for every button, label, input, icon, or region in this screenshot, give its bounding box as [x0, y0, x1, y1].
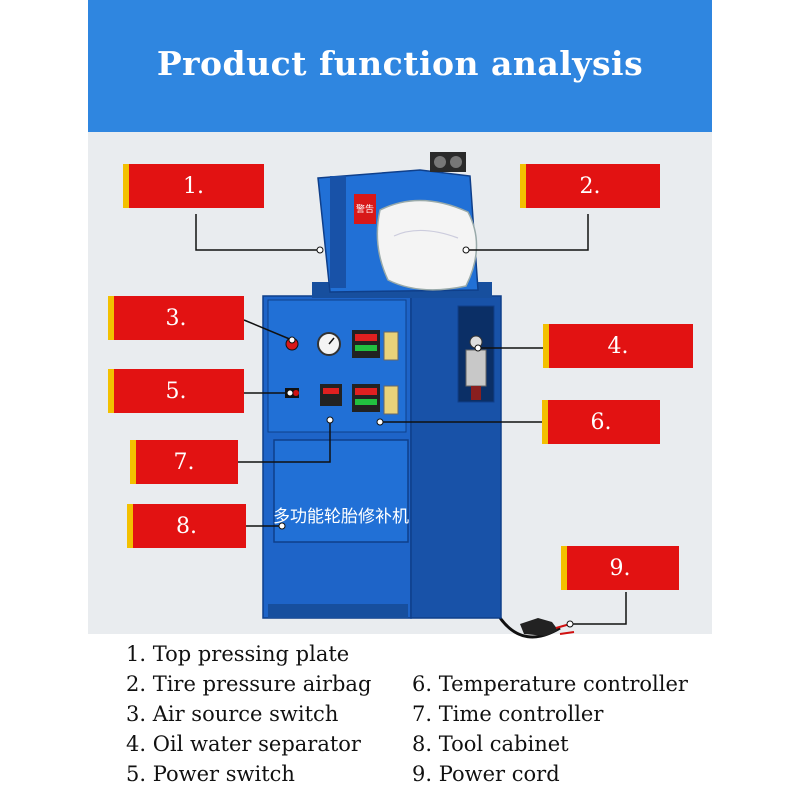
- tool-cabinet-door: [273, 439, 409, 543]
- callout-3: 3.: [108, 296, 244, 340]
- legend-item-4: 4. Oil water separator: [126, 732, 361, 756]
- callout-2-text: 2.: [579, 173, 601, 199]
- callout-8: 8.: [127, 504, 246, 548]
- callout-3-text: 3.: [165, 305, 187, 331]
- machine-name-text: 多功能轮胎修补机: [273, 507, 409, 527]
- legend-item-9: 9. Power cord: [412, 762, 560, 786]
- legend-item-1: 1. Top pressing plate: [126, 642, 350, 666]
- legend-item-8: 8. Tool cabinet: [412, 732, 569, 756]
- callout-7: 7.: [130, 440, 238, 484]
- callout-6: 6.: [542, 400, 660, 444]
- callout-2: 2.: [520, 164, 660, 208]
- warning-text: 警告: [356, 203, 374, 215]
- callout-line-7: [238, 420, 331, 463]
- callout-6-text: 6.: [590, 409, 612, 435]
- callout-7-text: 7.: [173, 449, 195, 475]
- callout-4-text: 4.: [607, 333, 629, 359]
- callout-5-text: 5.: [165, 378, 187, 404]
- legend-item-7: 7. Time controller: [412, 702, 604, 726]
- power-plug: [520, 618, 558, 636]
- legend-item-6: 6. Temperature controller: [412, 672, 688, 696]
- callout-line-9: [570, 592, 627, 625]
- callout-9: 9.: [561, 546, 679, 590]
- callout-4: 4.: [543, 324, 693, 368]
- callout-1-text: 1.: [183, 173, 204, 199]
- callout-9-text: 9.: [609, 555, 631, 581]
- callout-1: 1.: [123, 164, 264, 208]
- callout-8-text: 8.: [176, 513, 197, 539]
- legend-item-5: 5. Power switch: [126, 762, 295, 786]
- callout-line-3: [243, 319, 293, 341]
- tire-pressure-airbag: [376, 199, 478, 291]
- callout-line-1: [195, 214, 320, 251]
- warning-sign: [354, 194, 376, 224]
- page-title: Product function analysis: [156, 44, 644, 83]
- title-banner: Product function analysis: [88, 0, 712, 132]
- callout-5: 5.: [108, 369, 244, 413]
- callout-line-2: [466, 214, 589, 251]
- legend-item-2: 2. Tire pressure airbag: [126, 672, 372, 696]
- legend-item-3: 3. Air source switch: [126, 702, 339, 726]
